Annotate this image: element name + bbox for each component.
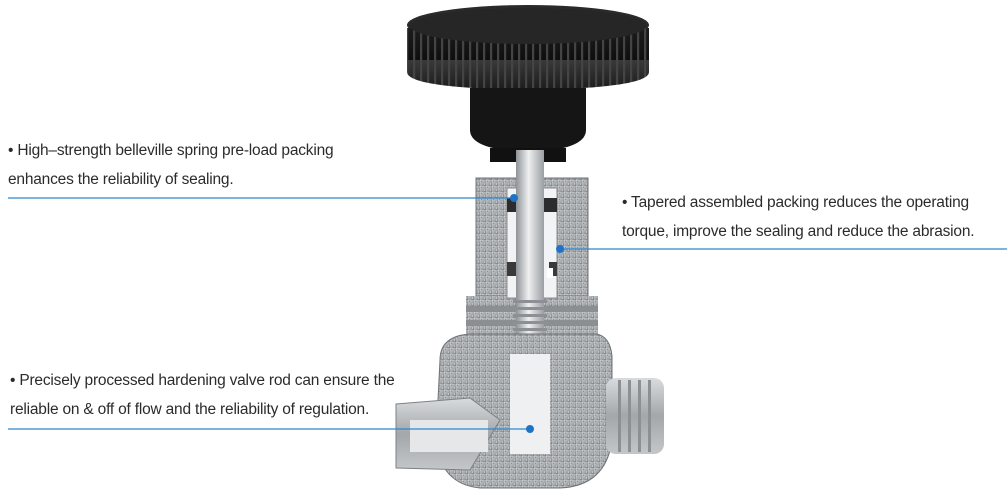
callout-text-line: torque, improve the sealing and reduce t…	[622, 223, 975, 240]
callout-text-line: reliable on & off of flow and the reliab…	[10, 401, 370, 418]
callout-tapered-packing: • Tapered assembled packing reduces the …	[622, 188, 975, 246]
handwheel-knob	[407, 5, 649, 162]
marker-dot-1	[510, 194, 518, 202]
callout-text-line: • High–strength belleville spring pre-lo…	[8, 142, 334, 159]
marker-dot-3	[526, 425, 534, 433]
leader-lines	[8, 197, 1007, 430]
callout-text-line: • Precisely processed hardening valve ro…	[10, 372, 395, 389]
valve-body	[395, 333, 664, 489]
callout-text-line: • Tapered assembled packing reduces the …	[622, 194, 969, 211]
callout-hardened-valve-rod: • Precisely processed hardening valve ro…	[10, 366, 395, 424]
callout-text-line: enhances the reliability of sealing.	[8, 171, 234, 188]
callout-belleville-spring-packing: • High–strength belleville spring pre-lo…	[8, 136, 334, 194]
marker-dot-2	[556, 245, 564, 253]
marker-dots	[510, 194, 564, 433]
